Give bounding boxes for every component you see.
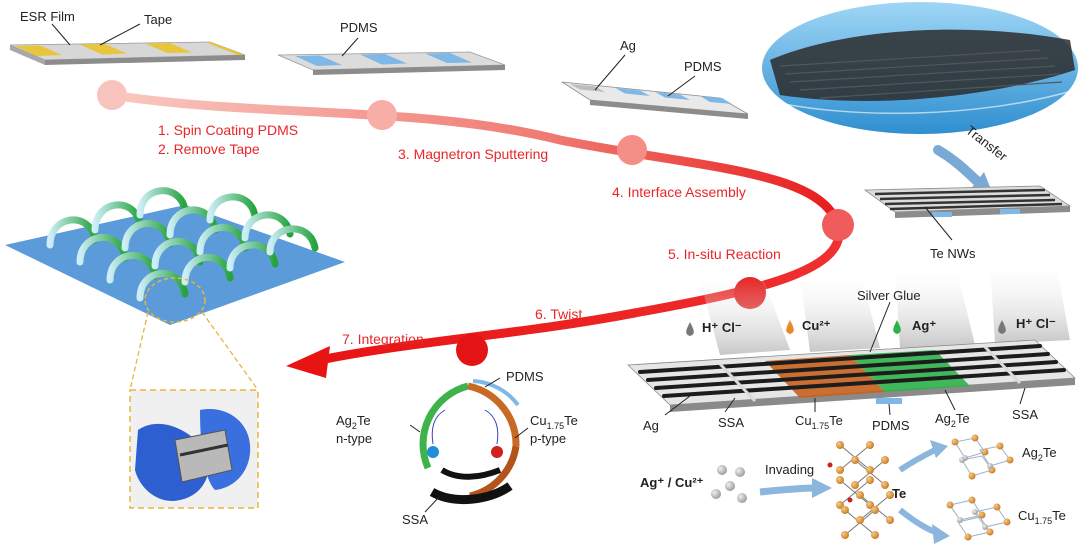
ion-beams xyxy=(700,258,1070,355)
pdms-label-top: PDMS xyxy=(340,20,378,35)
ion-particles xyxy=(711,465,747,503)
ag2te-crystal xyxy=(951,434,1014,480)
transfer-arrow xyxy=(933,145,983,187)
water-interface-inset xyxy=(762,2,1078,134)
process-arrow-head xyxy=(286,346,330,378)
acid-droplet-right-icon xyxy=(998,320,1006,334)
strip-ssa-left-label: SSA xyxy=(718,415,744,430)
step-node-3 xyxy=(617,135,647,165)
ag-droplet-icon xyxy=(893,320,901,334)
product-arrow-up-head xyxy=(930,440,948,458)
invading-ion-marker xyxy=(827,462,833,468)
tape-label: Tape xyxy=(144,12,172,27)
strip-cute-label: Cu1.75Te xyxy=(795,413,843,431)
acid-droplet-left-icon xyxy=(686,322,694,336)
strip-pdms-label: PDMS xyxy=(872,418,910,433)
silver-glue-label: Silver Glue xyxy=(857,288,921,303)
ring-ag2te-label: Ag2Te xyxy=(336,413,371,431)
ring-ssa-label: SSA xyxy=(402,512,428,527)
ring-pdms-label: PDMS xyxy=(506,369,544,384)
ag-sputtered-strip xyxy=(561,81,749,119)
step-label-5: 5. In-situ Reaction xyxy=(668,246,781,262)
step-node-4 xyxy=(822,209,854,241)
product-arrow-up xyxy=(898,447,937,473)
ring-cute-label: Cu1.75Te xyxy=(530,413,578,431)
process-arrow-lower xyxy=(315,220,844,365)
twisted-ring-diagram xyxy=(419,379,520,505)
acid-label-left: H⁺ Cl⁻ xyxy=(702,320,742,335)
invading-arrow xyxy=(759,484,816,496)
product-arrow-down-head xyxy=(932,524,950,544)
cu-droplet-icon xyxy=(786,320,794,334)
strip-ag-label: Ag xyxy=(643,418,659,433)
cu175te-crystal xyxy=(946,496,1011,541)
transfer-label: Transfer xyxy=(963,123,1011,165)
esr-film-strip xyxy=(9,41,246,65)
step-label-6: 6. Twist xyxy=(535,306,582,322)
te-nws-label: Te NWs xyxy=(930,246,976,261)
invading-arrow-head xyxy=(812,478,832,498)
reaction-strip xyxy=(627,339,1076,412)
strip-ssa-right-label: SSA xyxy=(1012,407,1038,422)
pdms-strip xyxy=(277,51,506,75)
step-label-4: 4. Interface Assembly xyxy=(612,184,746,200)
ion-prefix-label: Ag⁺ / Cu²⁺ xyxy=(640,475,704,490)
invading-ion-marker xyxy=(847,497,853,503)
ag-ion-label: Ag⁺ xyxy=(912,318,936,333)
step-label-1: 1. Spin Coating PDMS xyxy=(158,122,298,138)
step-node-1 xyxy=(97,80,127,110)
integrated-device-array xyxy=(5,187,345,325)
step-node-6 xyxy=(456,334,488,366)
strip-ag2te-label: Ag2Te xyxy=(935,411,970,429)
te-core-label: Te xyxy=(892,486,906,501)
process-arrow-upper xyxy=(107,90,843,230)
te-atoms xyxy=(836,441,894,539)
esr-film-label: ESR Film xyxy=(20,9,75,24)
pdms-label-mid: PDMS xyxy=(684,59,722,74)
product-arrow-down xyxy=(898,507,937,535)
invading-label: Invading xyxy=(765,462,814,477)
ag-label-top: Ag xyxy=(620,38,636,53)
te-nw-strip xyxy=(863,185,1072,218)
cu-ion-label: Cu²⁺ xyxy=(802,318,831,333)
step-label-3: 3. Magnetron Sputtering xyxy=(398,146,548,162)
step-label-7: 7. Integration xyxy=(342,331,424,347)
ring-ptype-label: p-type xyxy=(530,431,566,446)
step-node-2 xyxy=(367,100,397,130)
ring-ntype-label: n-type xyxy=(336,431,372,446)
device-photo-inset xyxy=(129,389,259,509)
product-cute-label: Cu1.75Te xyxy=(1018,508,1066,526)
product-ag2te-label: Ag2Te xyxy=(1022,445,1057,463)
step-label-2: 2. Remove Tape xyxy=(158,141,260,157)
acid-label-right: H⁺ Cl⁻ xyxy=(1016,316,1056,331)
